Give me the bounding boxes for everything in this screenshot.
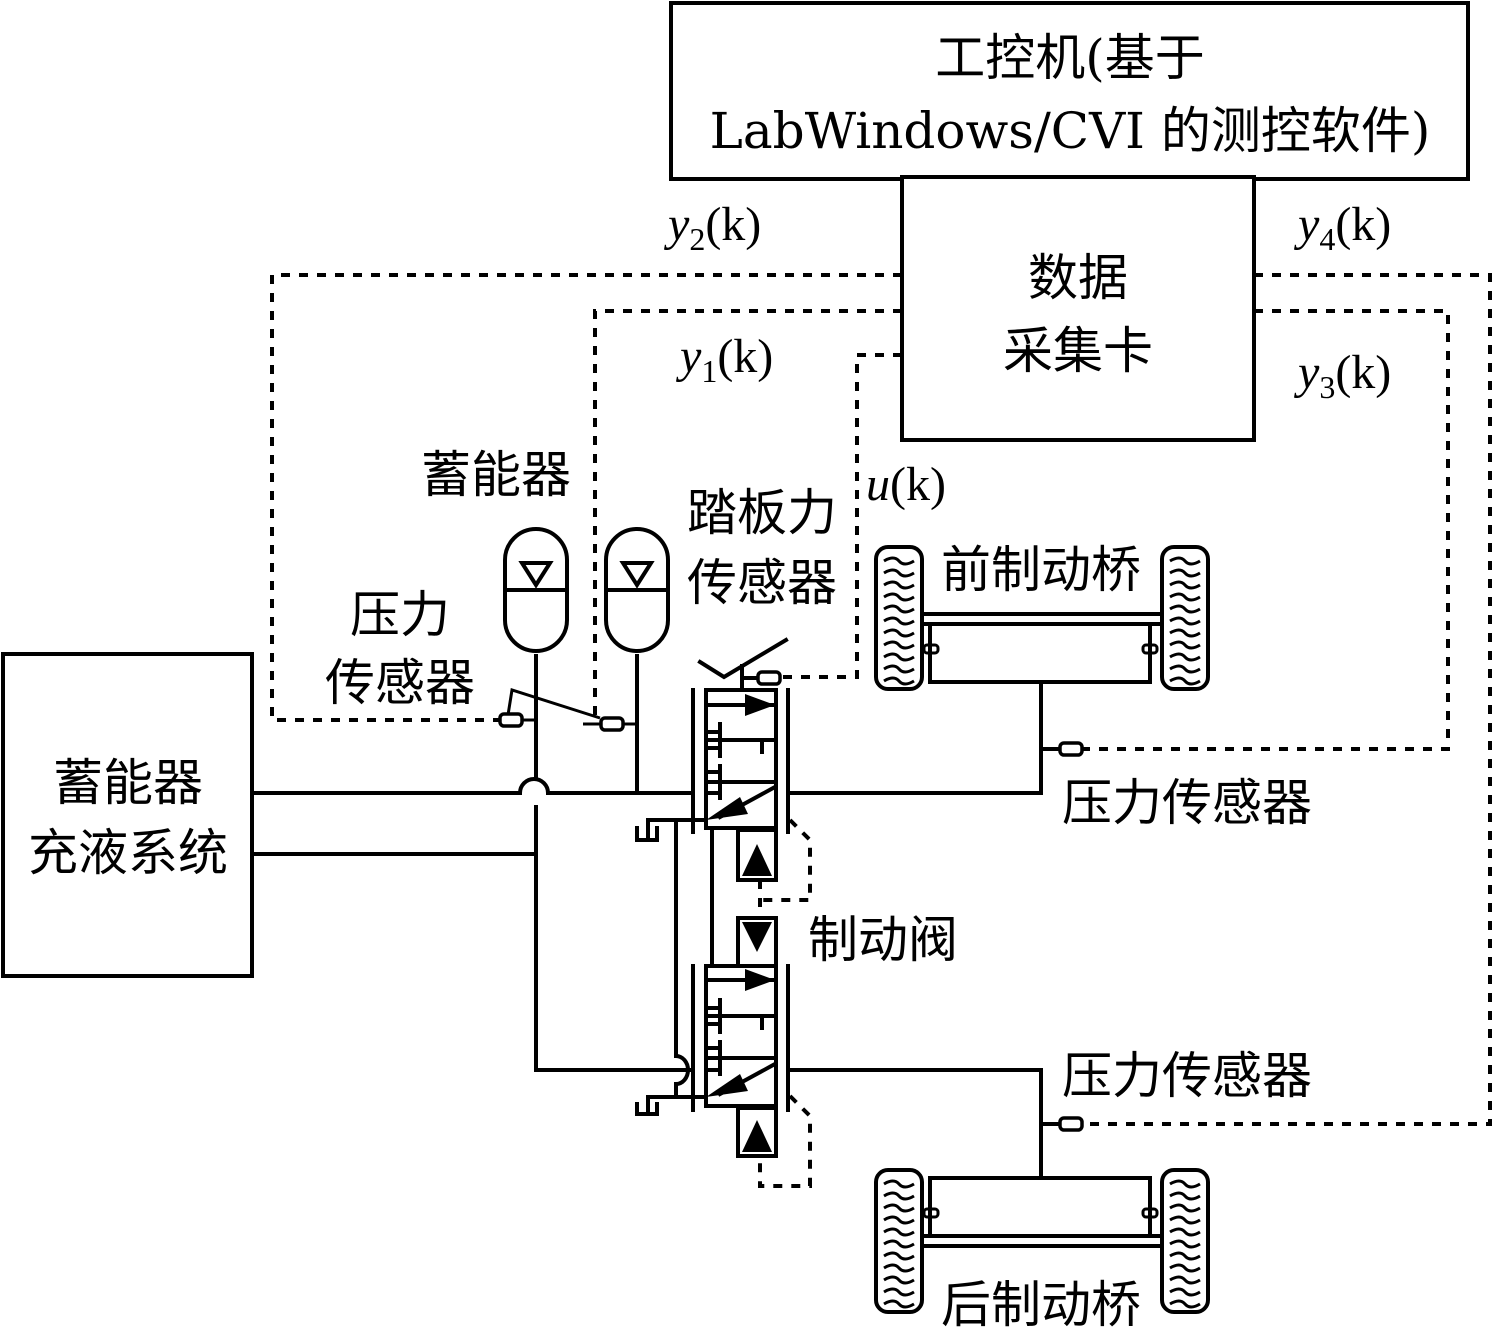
signal-lines	[270, 273, 1492, 1126]
charging-label-line2: 充液系统	[28, 824, 228, 882]
sensor-leader-line	[506, 688, 601, 720]
pressure-sensor-accumulator-1	[498, 712, 536, 728]
y2-signal-line	[270, 273, 902, 722]
front-brake-axle: 前制动桥	[874, 541, 1210, 691]
ipc-label-line2: LabWindows/CVI 的测控软件)	[710, 102, 1431, 160]
front-axle-label: 前制动桥	[941, 541, 1141, 599]
pressure-sensor-rear	[1058, 1116, 1084, 1132]
signal-y1-label: y1(k)	[675, 330, 773, 389]
accumulator-charging-system-box: 蓄能器 充液系统	[1, 652, 254, 978]
pedal-force-sensor	[756, 670, 782, 686]
rear-axle-label: 后制动桥	[941, 1276, 1141, 1334]
pressure-sensor-left-label-line1: 压力	[350, 586, 450, 644]
pressure-sensor-front-label: 压力传感器	[1062, 774, 1312, 832]
accumulator-label: 蓄能器	[421, 446, 571, 504]
pedal-sensor-label-line1: 踏板力	[687, 484, 837, 542]
brake-pedal	[697, 637, 789, 680]
brake-valve-label: 制动阀	[808, 911, 958, 969]
accumulator-2	[604, 527, 670, 653]
pressure-sensor-left-label-line2: 传感器	[325, 654, 475, 712]
signal-y2-label: y2(k)	[663, 198, 761, 257]
ipc-label-line1: 工控机(基于	[935, 29, 1205, 87]
daq-card-box: 数据 采集卡	[900, 175, 1256, 442]
pressure-sensor-accumulator-2	[583, 716, 637, 732]
signal-y4-label: y4(k)	[1293, 198, 1391, 257]
u-signal-line	[782, 353, 902, 679]
pressure-sensor-front	[1058, 741, 1084, 757]
signal-u-label: u(k)	[866, 458, 946, 511]
daq-label-line2: 采集卡	[1003, 322, 1153, 380]
y3-signal-line	[1082, 309, 1450, 751]
hydraulic-lines	[250, 654, 1062, 1180]
charging-label-line1: 蓄能器	[53, 754, 203, 812]
rear-brake-axle: 后制动桥	[874, 1168, 1210, 1334]
daq-label-line1: 数据	[1028, 249, 1128, 307]
accumulator-1	[503, 527, 569, 653]
signal-y3-label: y3(k)	[1293, 346, 1391, 405]
brake-valve: 制动阀	[635, 637, 958, 1188]
y1-signal-line	[593, 309, 902, 722]
pressure-sensor-rear-label: 压力传感器	[1062, 1047, 1312, 1105]
industrial-pc-box: 工控机(基于 LabWindows/CVI 的测控软件)	[669, 1, 1470, 181]
pedal-sensor-label-line2: 传感器	[687, 554, 837, 612]
